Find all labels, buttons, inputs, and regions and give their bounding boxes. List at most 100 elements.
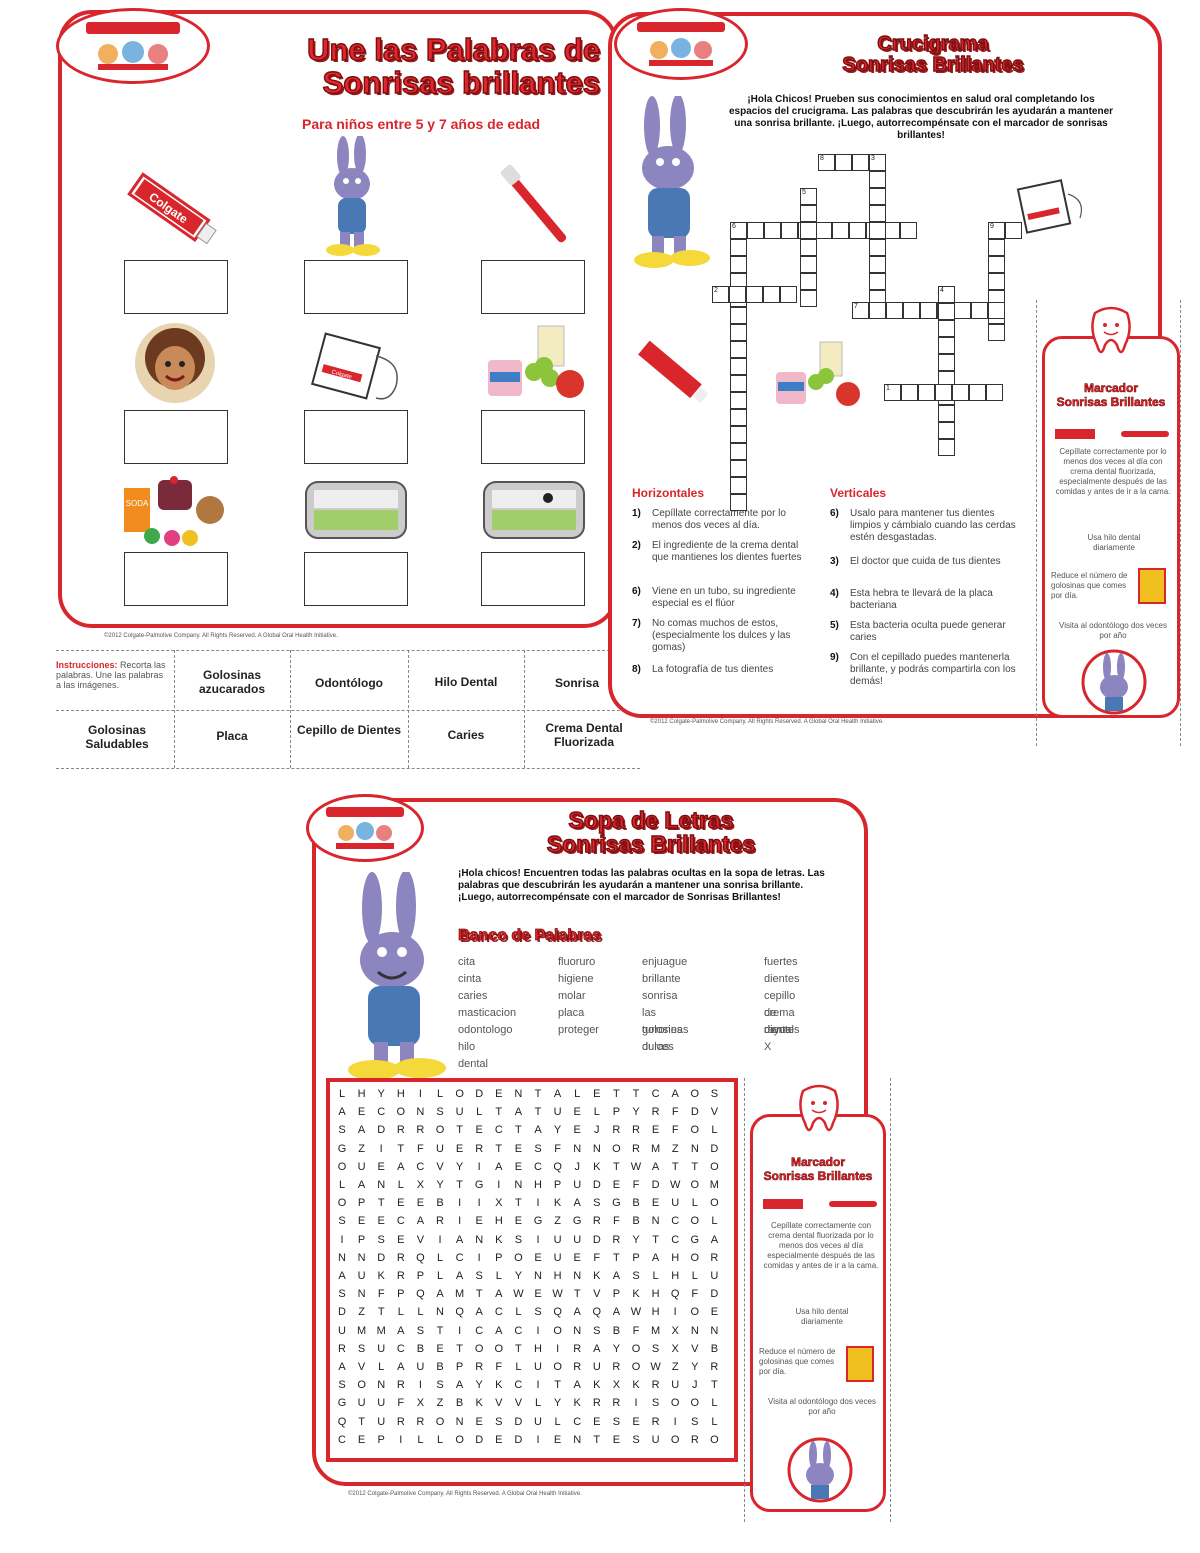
grid-letter[interactable]: U	[553, 1251, 562, 1264]
crossword-cell[interactable]	[730, 494, 747, 511]
grid-letter[interactable]: P	[553, 1179, 562, 1191]
crossword-cell[interactable]	[986, 384, 1003, 401]
grid-letter[interactable]: A	[612, 1306, 621, 1319]
grid-letter[interactable]: T	[456, 1124, 463, 1137]
grid-letter[interactable]: T	[377, 1197, 385, 1210]
grid-letter[interactable]: Y	[632, 1233, 640, 1246]
grid-letter[interactable]: O	[435, 1415, 445, 1428]
grid-letter[interactable]: F	[613, 1215, 620, 1228]
grid-letter[interactable]: F	[593, 1251, 601, 1264]
crossword-cell[interactable]	[800, 256, 817, 273]
crossword-cell[interactable]	[730, 324, 747, 341]
grid-letter[interactable]: I	[458, 1215, 462, 1228]
grid-letter[interactable]: U	[416, 1361, 425, 1373]
answer-box[interactable]	[481, 260, 585, 314]
grid-letter[interactable]: H	[534, 1179, 542, 1191]
grid-letter[interactable]: T	[613, 1088, 620, 1100]
grid-letter[interactable]: R	[396, 1379, 405, 1392]
grid-letter[interactable]: J	[574, 1160, 580, 1173]
grid-letter[interactable]: A	[495, 1324, 503, 1337]
grid-letter[interactable]: U	[455, 1106, 464, 1119]
grid-letter[interactable]: D	[377, 1251, 386, 1264]
crossword-cell[interactable]: 7	[852, 302, 869, 319]
grid-letter[interactable]: U	[436, 1142, 444, 1155]
grid-letter[interactable]: I	[438, 1233, 442, 1246]
crossword-cell[interactable]: 8	[818, 154, 835, 171]
grid-letter[interactable]: I	[399, 1433, 403, 1446]
grid-letter[interactable]: G	[474, 1179, 484, 1191]
grid-letter[interactable]: I	[379, 1142, 383, 1155]
answer-box[interactable]	[124, 260, 228, 314]
grid-letter[interactable]: K	[553, 1197, 562, 1210]
crossword-cell[interactable]	[800, 273, 817, 290]
grid-letter[interactable]: T	[456, 1179, 463, 1191]
grid-letter[interactable]: E	[534, 1288, 542, 1301]
crossword-cell[interactable]	[730, 392, 747, 409]
grid-letter[interactable]: S	[632, 1270, 640, 1282]
grid-letter[interactable]: W	[630, 1306, 642, 1319]
grid-letter[interactable]: K	[475, 1397, 483, 1410]
grid-letter[interactable]: K	[632, 1288, 640, 1301]
grid-letter[interactable]: P	[397, 1288, 405, 1301]
grid-letter[interactable]: I	[458, 1324, 462, 1337]
crossword-cell[interactable]: 1	[884, 384, 901, 401]
grid-letter[interactable]: O	[514, 1251, 523, 1264]
grid-letter[interactable]: L	[554, 1415, 561, 1428]
grid-letter[interactable]: A	[357, 1124, 366, 1137]
grid-letter[interactable]: A	[397, 1361, 405, 1373]
crossword-cell[interactable]	[938, 303, 955, 320]
grid-letter[interactable]: S	[632, 1433, 640, 1446]
grid-letter[interactable]: O	[690, 1251, 700, 1264]
grid-letter[interactable]: E	[495, 1433, 503, 1446]
grid-letter[interactable]: G	[690, 1233, 700, 1246]
grid-letter[interactable]: T	[613, 1160, 620, 1173]
crossword-cell[interactable]	[869, 205, 886, 222]
grid-letter[interactable]: P	[377, 1433, 385, 1446]
crossword-cell[interactable]	[869, 188, 886, 205]
grid-letter[interactable]: M	[651, 1142, 661, 1155]
grid-letter[interactable]: Q	[553, 1160, 562, 1173]
grid-letter[interactable]: L	[378, 1361, 385, 1373]
grid-letter[interactable]: L	[338, 1088, 346, 1100]
grid-letter[interactable]: P	[455, 1361, 464, 1373]
grid-letter[interactable]: W	[630, 1160, 642, 1173]
grid-letter[interactable]: K	[593, 1270, 601, 1282]
grid-letter[interactable]: D	[592, 1179, 601, 1191]
grid-letter[interactable]: H	[671, 1270, 680, 1282]
grid-letter[interactable]: N	[475, 1233, 484, 1246]
grid-letter[interactable]: T	[554, 1379, 561, 1392]
grid-letter[interactable]: Y	[691, 1361, 699, 1373]
grid-letter[interactable]: T	[652, 1233, 659, 1246]
crossword-cell[interactable]: 2	[712, 286, 729, 303]
grid-letter[interactable]: C	[671, 1215, 680, 1228]
grid-letter[interactable]: O	[690, 1124, 700, 1137]
crossword-cell[interactable]	[952, 384, 969, 401]
grid-letter[interactable]: F	[495, 1361, 503, 1373]
grid-letter[interactable]: A	[397, 1324, 405, 1337]
grid-letter[interactable]: Z	[671, 1142, 679, 1155]
grid-letter[interactable]: T	[515, 1197, 522, 1210]
grid-letter[interactable]: S	[495, 1415, 503, 1428]
grid-letter[interactable]: E	[436, 1342, 444, 1355]
grid-letter[interactable]: S	[534, 1142, 542, 1155]
grid-letter[interactable]: H	[534, 1342, 542, 1355]
grid-letter[interactable]: L	[711, 1415, 718, 1428]
grid-letter[interactable]: R	[710, 1361, 719, 1373]
grid-letter[interactable]: I	[536, 1433, 540, 1446]
grid-letter[interactable]: W	[552, 1288, 563, 1301]
grid-letter[interactable]: N	[436, 1306, 444, 1319]
grid-letter[interactable]: I	[536, 1197, 540, 1210]
grid-letter[interactable]: K	[495, 1233, 503, 1246]
grid-letter[interactable]: L	[397, 1179, 404, 1191]
grid-letter[interactable]: D	[475, 1433, 484, 1446]
grid-letter[interactable]: O	[710, 1197, 719, 1210]
grid-letter[interactable]: E	[553, 1433, 562, 1446]
crossword-cell[interactable]	[869, 302, 886, 319]
grid-letter[interactable]: A	[612, 1270, 621, 1282]
grid-letter[interactable]: E	[475, 1124, 483, 1137]
grid-letter[interactable]: O	[670, 1397, 680, 1410]
grid-letter[interactable]: R	[475, 1142, 484, 1155]
grid-letter[interactable]: D	[710, 1288, 719, 1301]
grid-letter[interactable]: T	[495, 1106, 503, 1119]
grid-letter[interactable]: R	[612, 1361, 621, 1373]
